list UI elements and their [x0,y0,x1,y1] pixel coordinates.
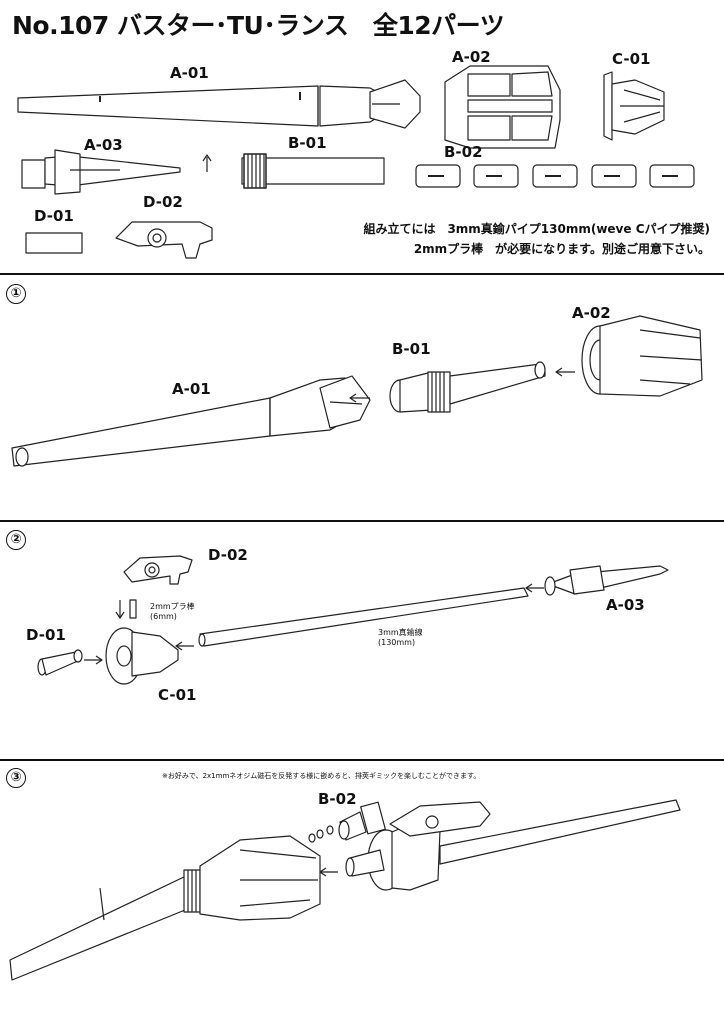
part-a02-drawing [444,65,561,149]
step1-label-a02: A-02 [572,304,611,322]
section-divider [0,273,724,275]
part-b02-drawings [415,164,695,188]
section-divider [0,759,724,761]
part-d01-drawing [25,232,83,254]
label-b01: B-01 [288,134,327,152]
step3-magnet-drawings [308,801,386,843]
step2-pipe-drawing [198,587,529,647]
step1-label-b01: B-01 [392,340,431,358]
part-a01-drawing [17,79,421,129]
step2-rod-drawing [129,599,137,619]
step2-arrows [84,583,544,665]
step3-arrows [319,867,338,877]
step2-d02-drawing [123,555,193,585]
step-number-3: ③ [6,768,26,788]
requirements-note-line2: 2mmプラ棒 が必要になります。別途ご用意下さい。 [413,242,710,256]
label-c01: C-01 [612,50,651,68]
step2-c01-drawing [105,627,179,685]
section-divider [0,520,724,522]
step1-a01-drawing [11,375,371,467]
requirements-note-line1: 組み立てには 3mm真鍮パイプ130mm(weve Cパイプ推奨) [363,222,710,236]
part-b01-drawing [202,153,385,189]
page-title: No.107 バスター･TU･ランス 全12パーツ [12,11,505,40]
step3-assembly-drawing [9,835,321,981]
step3-magnet-note: ※お好みで、2x1mmネオジム磁石を反発する様に嵌めると、排莢ギミックを楽しむこ… [162,772,481,780]
step2-label-a03: A-03 [606,596,645,614]
step3-label-b02: B-02 [318,790,357,808]
step2-pipe-label: 3mm真鍮線(130mm) [378,628,423,647]
step2-label-d01: D-01 [26,626,66,644]
step1-arrows [349,367,575,403]
label-d02: D-02 [143,193,183,211]
step1-a02-drawing [581,315,703,397]
step1-label-a01: A-01 [172,380,211,398]
step2-d01-drawing [37,649,83,676]
label-a01: A-01 [170,64,209,82]
step2-label-c01: C-01 [158,686,197,704]
step2-a03-drawing [544,565,669,596]
step1-b01-drawing [389,361,546,413]
part-c01-drawing [603,71,665,141]
label-a02: A-02 [452,48,491,66]
part-a03-drawing [21,149,181,195]
step3-c01-d02-drawing [345,799,681,891]
label-d01: D-01 [34,207,74,225]
step2-label-d02: D-02 [208,546,248,564]
step-number-1: ① [6,284,26,304]
label-b02: B-02 [444,143,483,161]
step-number-2: ② [6,530,26,550]
step2-rod-label: 2mmプラ棒(6mm) [150,602,195,621]
label-a03: A-03 [84,136,123,154]
part-d02-drawing [115,221,213,259]
